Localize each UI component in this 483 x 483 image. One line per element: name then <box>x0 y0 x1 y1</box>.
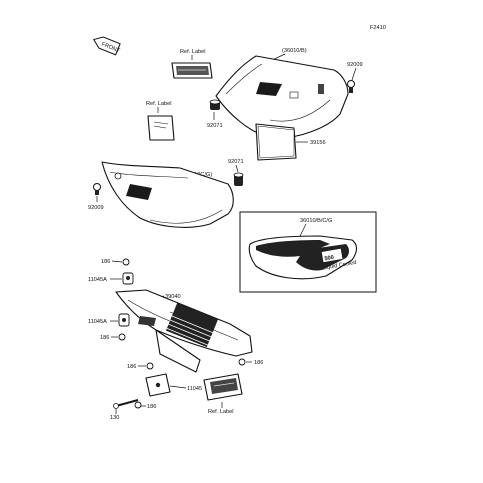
screw-92009-top <box>347 80 355 93</box>
label-39040: 39040 <box>165 294 181 300</box>
bracket-11045 <box>145 373 171 397</box>
guard-ribs <box>165 302 219 348</box>
label-11045a-b: 11045A <box>88 319 107 325</box>
grommet-92071-mid <box>233 172 244 186</box>
label-ref-label-left: Ref. Label <box>146 101 172 107</box>
front-arrow-icon: FRONT <box>92 36 121 56</box>
diagram-code: F2410 <box>370 25 386 31</box>
ref-label-sticker-top <box>171 62 213 79</box>
label-92009-left: 92009 <box>88 205 104 211</box>
right-side-cover <box>215 55 349 139</box>
left-side-cover <box>101 161 234 228</box>
label-186-b: 186 <box>100 335 109 341</box>
label-186-a: 186 <box>101 259 110 265</box>
pad-39156 <box>255 123 297 161</box>
bolt-186-e <box>134 401 142 409</box>
label-186-d: 186 <box>127 364 136 370</box>
bracket-11045a-a <box>122 272 134 285</box>
label-186-e: 186 <box>147 404 156 410</box>
label-130: 130 <box>110 415 119 421</box>
label-39156: 39156 <box>310 140 326 146</box>
badge-sub: Liquid Cooled <box>322 260 357 272</box>
bolt-186-a <box>122 258 130 266</box>
bolt-186-c <box>238 358 246 366</box>
label-ref-label-bottom: Ref. Label <box>208 409 234 415</box>
label-186-c: 186 <box>254 360 263 366</box>
label-92071-top: 92071 <box>207 123 223 129</box>
label-11045: 11045 <box>187 386 202 392</box>
cover-variant-box: 36010/B/C/G 500 Liquid Cooled <box>239 211 377 293</box>
chain-guard-39040 <box>115 289 253 373</box>
label-92071-mid: 92071 <box>228 159 244 165</box>
label-92009-top: 92009 <box>347 62 363 68</box>
screw-92009-left <box>93 183 101 195</box>
ref-label-sticker-bottom <box>203 373 243 401</box>
bolt-130 <box>113 399 139 409</box>
bolt-186-b <box>118 333 126 341</box>
grommet-92071-top <box>209 99 221 110</box>
bracket-11045a-b <box>118 313 130 327</box>
label-36010b: (36010/B) <box>282 48 307 54</box>
label-ref-label-top: Ref. Label <box>180 49 206 55</box>
label-36010bcg-box: 36010/B/C/G <box>300 218 332 224</box>
ref-label-sticker-left <box>147 115 175 141</box>
label-11045a-a: 11045A <box>88 277 107 283</box>
badge-500: 500 <box>324 255 334 263</box>
bolt-186-d <box>146 362 154 370</box>
